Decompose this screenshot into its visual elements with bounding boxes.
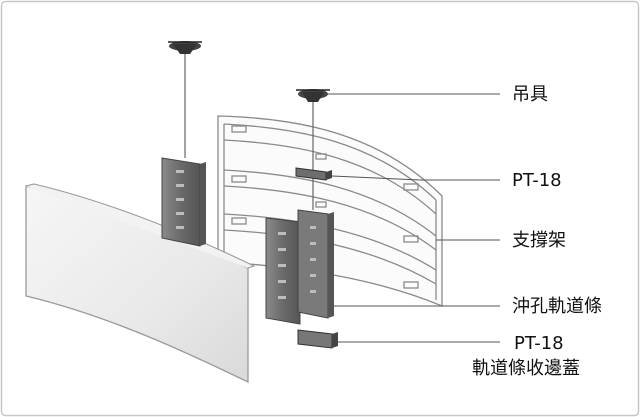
punched-rail-left xyxy=(161,157,206,247)
hanger-left xyxy=(168,41,202,158)
display-panel-edge xyxy=(25,183,256,269)
label-punched-rail: 沖孔軌道條 xyxy=(512,296,602,317)
label-rail-end-cap: 軌道條收邊蓋 xyxy=(472,358,580,379)
rail-end-cap xyxy=(297,329,338,349)
leader-lines xyxy=(328,93,500,343)
label-hanger: 吊具 xyxy=(512,84,548,105)
punched-rail-right xyxy=(265,209,334,325)
pt18-connector-top xyxy=(295,167,332,181)
label-pt18-top: PT-18 xyxy=(512,170,562,191)
label-support-frame: 支撐架 xyxy=(512,230,566,251)
hanger-right xyxy=(296,89,330,210)
label-pt18-bottom: PT-18 xyxy=(514,333,564,354)
